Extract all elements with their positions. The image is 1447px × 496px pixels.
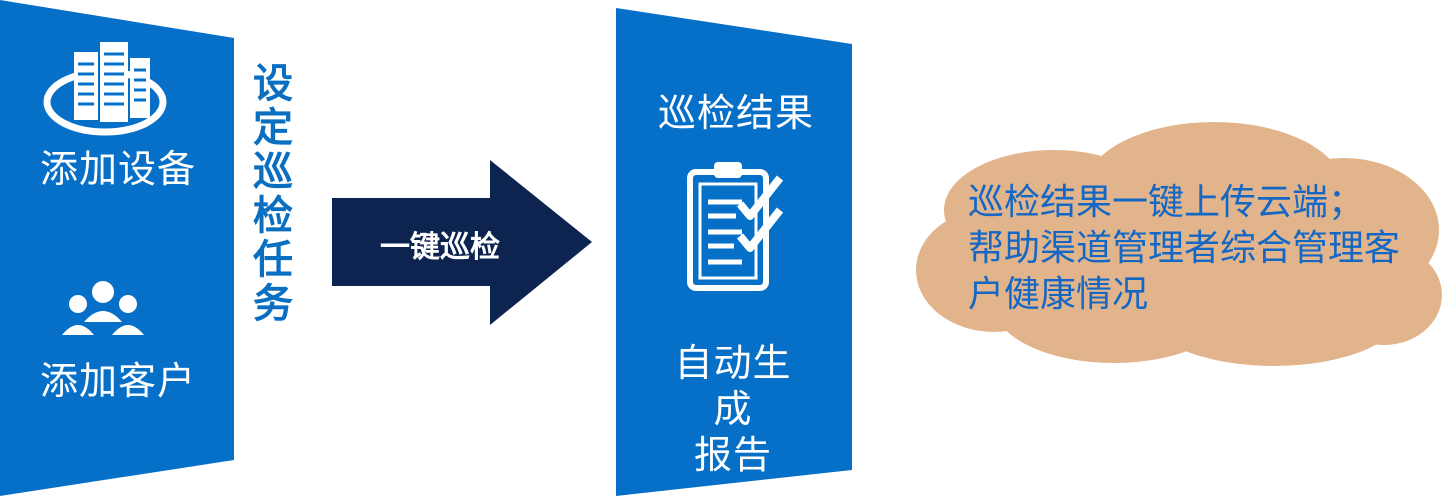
auto-report-label: 自动生成 报告	[674, 341, 792, 477]
one-click-inspection-label: 一键巡检	[380, 230, 500, 265]
cloud-text: 巡检结果一键上传云端； 帮助渠道管理者综合管理客 户健康情况	[968, 182, 1401, 315]
set-inspection-task-title: 设定巡检任务	[246, 62, 293, 326]
cloud-shape	[916, 122, 1442, 366]
inspection-result-title: 巡检结果	[658, 91, 815, 135]
result-panel	[616, 8, 852, 496]
checklist-clipboard-icon	[687, 162, 784, 291]
users-group-icon	[57, 281, 149, 337]
one-click-inspection-arrow	[332, 160, 592, 325]
server-building-icon	[43, 42, 167, 136]
add-customer-label: 添加客户	[40, 359, 197, 403]
add-device-label: 添加设备	[40, 147, 197, 191]
